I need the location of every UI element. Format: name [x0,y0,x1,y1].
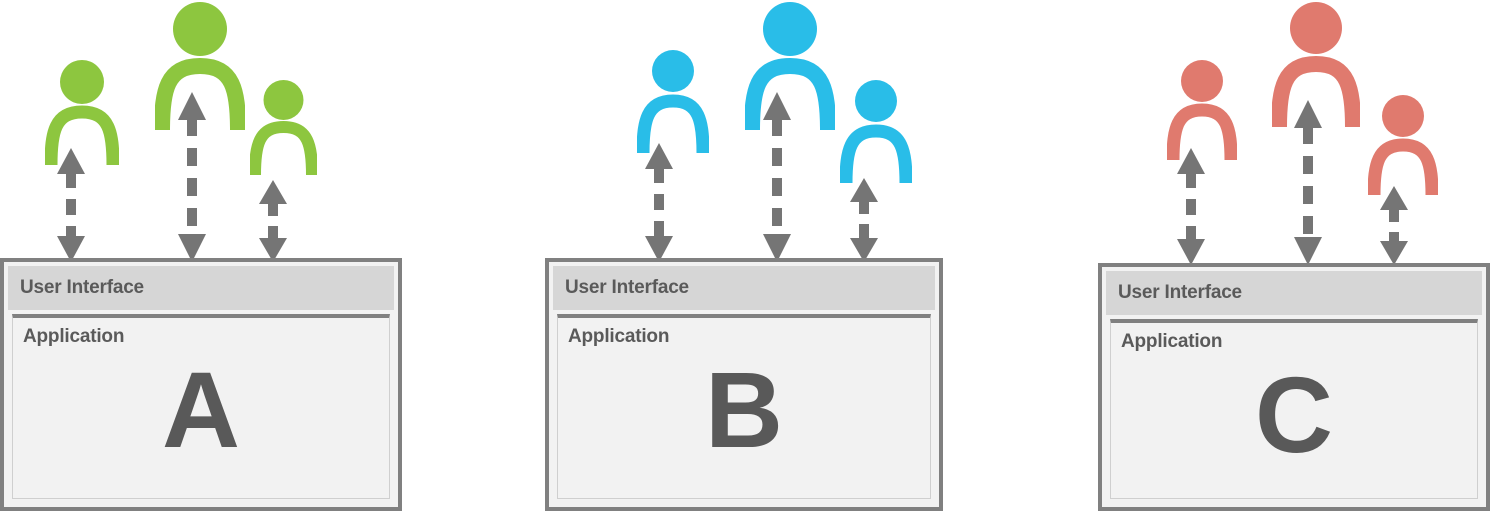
person-icon [745,2,835,130]
person-icon [1272,2,1360,127]
person-icon [637,50,709,153]
bidirectional-arrow [849,178,879,262]
system-box-a: User Interface Application A [0,258,402,511]
application-letter: B [705,349,783,470]
user-interface-band: User Interface [553,266,935,310]
user-interface-label: User Interface [565,277,689,298]
bidirectional-arrow [1293,100,1323,265]
application-label: Application [1121,331,1223,352]
bidirectional-arrow [177,92,207,262]
application-letter: C [1255,354,1333,475]
application-area: Application B [557,314,931,499]
application-label: Application [23,326,125,347]
person-icon [1368,95,1438,195]
bidirectional-arrow [56,148,86,262]
bidirectional-arrow [1379,186,1409,265]
user-interface-band: User Interface [8,266,394,310]
application-letter: A [162,349,240,470]
bidirectional-arrow [1176,148,1206,265]
application-area: Application A [12,314,390,499]
application-label: Application [568,326,670,347]
bidirectional-arrow [644,143,674,262]
person-icon [155,2,245,130]
bidirectional-arrow [762,92,792,262]
user-interface-label: User Interface [1118,282,1242,303]
system-box-c: User Interface Application C [1098,263,1490,511]
person-icon [840,80,912,183]
bidirectional-arrow [258,180,288,262]
user-interface-label: User Interface [20,277,144,298]
application-area: Application C [1110,319,1478,499]
person-icon [1167,60,1237,160]
user-interface-band: User Interface [1106,271,1482,315]
person-icon [45,60,119,165]
person-icon [250,80,317,175]
system-box-b: User Interface Application B [545,258,943,511]
